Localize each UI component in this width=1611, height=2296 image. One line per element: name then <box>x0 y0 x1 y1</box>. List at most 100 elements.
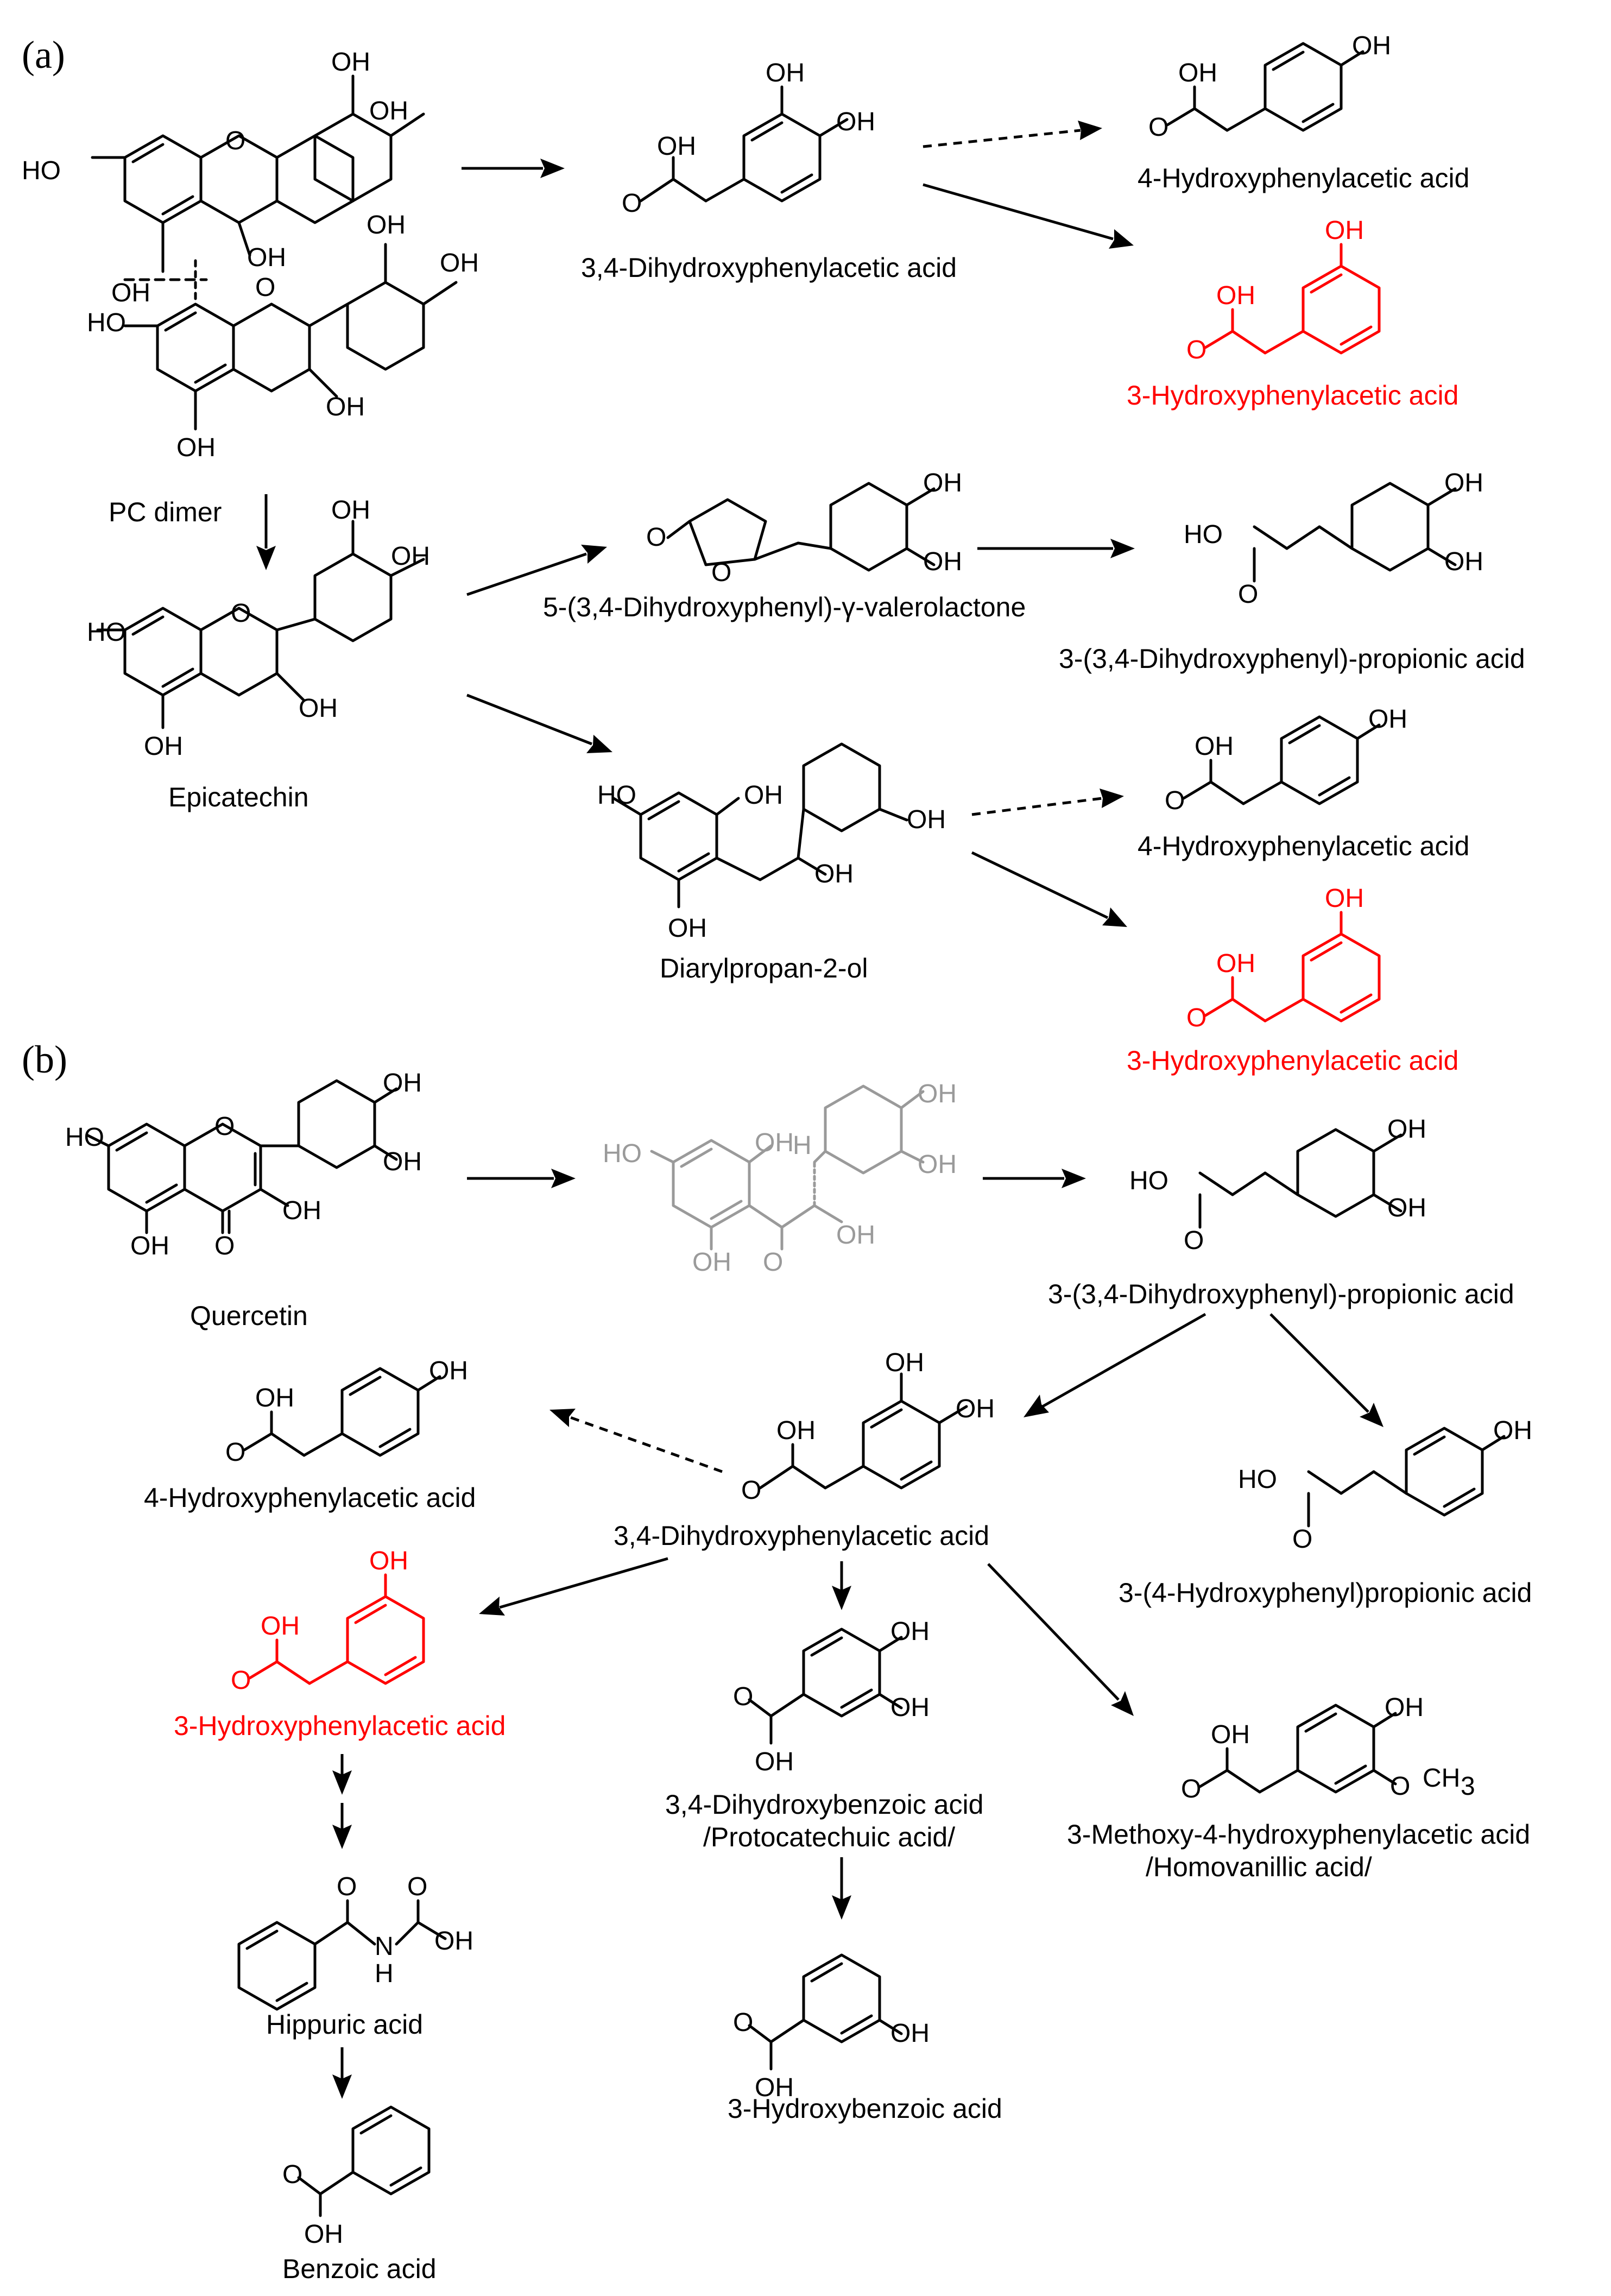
atom-oh: OH <box>331 496 370 525</box>
atom-o: O <box>1390 1772 1410 1801</box>
valerolactone-structure <box>666 482 936 572</box>
atom-o: O <box>231 599 251 628</box>
atom-o: O <box>231 1666 251 1695</box>
atom-oh: OH <box>1368 705 1407 734</box>
atom-oh: OH <box>1352 31 1391 60</box>
panel-label-b: (b) <box>22 1038 67 1081</box>
atom-o: O <box>741 1476 761 1505</box>
atom-oh: OH <box>383 1147 422 1176</box>
atom-oh: OH <box>776 1416 816 1445</box>
atom-oh: OH <box>391 542 430 571</box>
atom-oh: OH <box>1211 1720 1250 1749</box>
atom-oh: OH <box>890 1693 930 1722</box>
atom-o: O <box>282 2160 302 2189</box>
hppa-structure <box>1307 1427 1506 1528</box>
atom-oh: OH <box>766 59 805 87</box>
hba3-structure <box>748 1953 903 2071</box>
atom-o: O <box>214 1112 235 1141</box>
panel-label-a: (a) <box>22 33 65 77</box>
atom-oh: OH <box>923 469 962 497</box>
atom-o: O <box>1238 580 1258 609</box>
atom-oh: OH <box>890 1617 930 1646</box>
atom-oh: OH <box>367 211 406 239</box>
atom-h: H <box>793 1131 812 1160</box>
atom-oh: OH <box>657 132 696 161</box>
atom-oh: OH <box>836 108 875 136</box>
atom-oh: OH <box>923 547 962 576</box>
dhba-structure <box>748 1628 903 1745</box>
atom-oh: OH <box>755 1748 794 1776</box>
label-hpaa4-a2: 4-Hydroxyphenylacetic acid <box>1138 831 1469 861</box>
atom-oh: OH <box>1444 469 1483 497</box>
label-pc-dimer: PC dimer <box>109 497 222 527</box>
atom-oh: OH <box>247 243 286 272</box>
atom-oh: OH <box>814 860 854 888</box>
label-quercetin: Quercetin <box>190 1301 308 1331</box>
quercetin-structure <box>85 1079 398 1234</box>
atom-oh: OH <box>261 1612 300 1641</box>
label-dhppa-b: 3-(3,4-Dihydroxyphenyl)-propionic acid <box>1048 1279 1514 1309</box>
label-benzoic: Benzoic acid <box>282 2254 437 2284</box>
atom-oh: OH <box>885 1348 924 1377</box>
atom-ho: HO <box>1184 520 1223 549</box>
atom-oh: OH <box>1385 1693 1424 1722</box>
atom-oh: OH <box>1444 547 1483 576</box>
atom-oh: OH <box>918 1150 957 1179</box>
label-dhppa-a: 3-(3,4-Dihydroxyphenyl)-propionic acid <box>1059 644 1525 674</box>
atom-o: O <box>407 1872 427 1901</box>
hpaa3-a1-structure <box>1204 243 1381 355</box>
atom-oh: OH <box>304 2220 343 2249</box>
atom-oh: OH <box>255 1384 294 1412</box>
atom-o: O <box>337 1872 357 1901</box>
atom-o: O <box>225 127 245 155</box>
atom-oh: OH <box>434 1927 473 1956</box>
label-valerolactone: 5-(3,4-Dihydroxyphenyl)-γ-valerolactone <box>543 592 1026 622</box>
panel-a-arrows <box>256 121 1135 927</box>
atom-oh: OH <box>755 1128 794 1157</box>
atom-ho: HO <box>22 156 61 185</box>
atom-ho: HO <box>65 1123 104 1152</box>
diarylpropanol-structure <box>612 742 908 909</box>
label-diaryl: Diarylpropan-2-ol <box>660 953 868 983</box>
atom-o: O <box>1165 786 1185 815</box>
atom-oh: OH <box>956 1395 995 1423</box>
label-hba3: 3-Hydroxybenzoic acid <box>728 2093 1002 2124</box>
atom-oh: OH <box>1387 1194 1426 1222</box>
atom-o: O <box>711 558 731 587</box>
atom-o: O <box>225 1438 245 1467</box>
atom-ho: HO <box>87 308 126 337</box>
label-dhba-1: 3,4-Dihydroxybenzoic acid <box>665 1789 983 1820</box>
atom-oh: OH <box>440 249 479 277</box>
hpaa3-a2-structure <box>1204 911 1381 1023</box>
atom-o: O <box>1292 1525 1312 1554</box>
atom-oh: OH <box>890 2019 930 2048</box>
label-hva-2: /Homovanillic acid/ <box>1146 1852 1372 1882</box>
atom-oh: OH <box>1325 216 1364 245</box>
atom-o: O <box>214 1232 235 1260</box>
atom-ch3: CH <box>1423 1764 1460 1793</box>
atom-oh: OH <box>369 1547 408 1575</box>
atom-oh: OH <box>176 433 216 462</box>
epicatechin-structure <box>96 520 425 729</box>
atom-o: O <box>255 273 275 302</box>
atom-ho: HO <box>597 781 636 810</box>
dhpaa-a-structure <box>639 85 849 203</box>
atom-oh: OH <box>1216 949 1255 978</box>
intermediate-structure <box>650 1084 925 1251</box>
atom-n: N <box>375 1932 394 1961</box>
label-hva-1: 3-Methoxy-4-hydroxyphenylacetic acid <box>1067 1819 1530 1850</box>
atom-oh: OH <box>1178 59 1217 87</box>
benzoic-structure <box>297 2105 431 2217</box>
pc-dimer-structure <box>91 74 458 431</box>
atom-ho: HO <box>603 1139 642 1168</box>
atom-oh: OH <box>326 393 365 421</box>
label-epicatechin: Epicatechin <box>168 782 309 812</box>
atom-oh: OH <box>282 1196 321 1225</box>
label-hpaa4-a1: 4-Hydroxyphenylacetic acid <box>1138 163 1469 193</box>
atom-o: O <box>1181 1775 1201 1803</box>
atom-ho: HO <box>1238 1465 1277 1494</box>
dhppa-b-structure <box>1198 1128 1402 1229</box>
label-hpaa3-a1: 3-Hydroxyphenylacetic acid <box>1127 380 1458 411</box>
atom-o: O <box>733 2008 753 2037</box>
